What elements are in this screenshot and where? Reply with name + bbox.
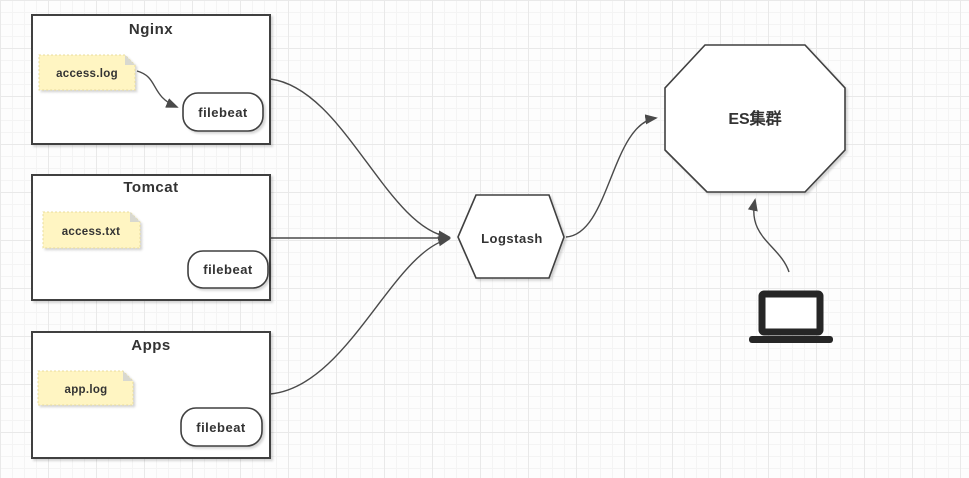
edge-accesslog-to-filebeat[interactable]: [136, 70, 179, 108]
es-cluster-octagon[interactable]: [664, 44, 846, 193]
access-log-note-label: access.log: [56, 68, 118, 80]
access-txt-note[interactable]: access.txt: [42, 211, 141, 249]
apps-group: Apps app.log filebeat: [31, 331, 271, 459]
logstash-label: Logstash: [481, 231, 543, 246]
laptop-icon[interactable]: [749, 290, 833, 343]
tomcat-filebeat-label: filebeat: [203, 262, 253, 277]
nginx-filebeat-shape[interactable]: [182, 92, 264, 132]
nginx-filebeat-node[interactable]: filebeat: [182, 92, 264, 132]
tomcat-filebeat-node[interactable]: filebeat: [187, 250, 269, 289]
logstash-hexagon[interactable]: [457, 194, 565, 279]
es-cluster-node[interactable]: ES集群: [664, 44, 846, 193]
edge-laptop-to-es[interactable]: [747, 198, 790, 273]
apps-filebeat-label: filebeat: [196, 420, 246, 435]
es-cluster-label: ES集群: [728, 109, 781, 128]
access-txt-note-shape[interactable]: [42, 211, 141, 249]
tomcat-filebeat-shape[interactable]: [187, 250, 269, 289]
note-fold-corner-icon: [123, 371, 133, 381]
nginx-title: Nginx: [129, 21, 173, 38]
access-log-note-shape[interactable]: [38, 54, 136, 91]
apps-filebeat-node[interactable]: filebeat: [180, 407, 263, 447]
logstash-node[interactable]: Logstash: [457, 194, 565, 279]
access-txt-note-label: access.txt: [62, 226, 121, 238]
laptop-screen: [758, 290, 824, 336]
access-log-note[interactable]: access.log: [38, 54, 136, 91]
apps-filebeat-shape[interactable]: [180, 407, 263, 447]
tomcat-group: Tomcat access.txt filebeat: [31, 174, 271, 301]
laptop-base: [749, 336, 833, 343]
nginx-filebeat-label: filebeat: [198, 105, 248, 120]
tomcat-title: Tomcat: [123, 179, 178, 196]
app-log-note-shape[interactable]: [37, 370, 134, 406]
edge-nginx-to-logstash[interactable]: [269, 78, 451, 241]
nginx-group: Nginx access.log filebeat: [31, 14, 271, 145]
note-fold-corner-icon: [125, 55, 135, 65]
edge-apps-to-logstash[interactable]: [269, 236, 451, 395]
note-fold-corner-icon: [130, 212, 140, 222]
app-log-note-label: app.log: [65, 384, 108, 396]
app-log-note[interactable]: app.log: [37, 370, 134, 406]
edge-logstash-to-es[interactable]: [565, 114, 658, 238]
apps-title: Apps: [131, 337, 171, 354]
